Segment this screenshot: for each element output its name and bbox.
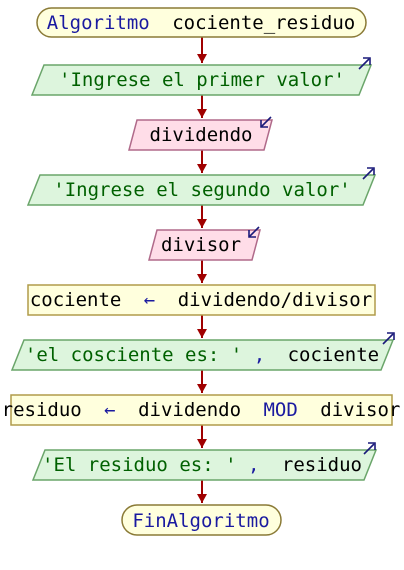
arrowhead-4 xyxy=(197,219,207,228)
input-2-variable: divisor xyxy=(161,234,241,256)
end-node: FinAlgoritmo xyxy=(121,504,282,536)
arrowhead-2 xyxy=(197,109,207,118)
svg-text:residuo ← dividend: residuo ← dividendo MOD divisor xyxy=(2,399,401,421)
output-arrow-icon xyxy=(363,442,376,455)
output-node-3: 'el cosciente es: ' , cociente xyxy=(10,332,395,371)
assign-2-right: divisor xyxy=(320,399,400,421)
output-4-string: 'El residuo es: ' xyxy=(42,454,236,476)
output-node-4: 'El residuo es: ' , residuo xyxy=(31,442,378,481)
assign-2-left: dividendo xyxy=(138,399,241,421)
input-arrow-icon xyxy=(260,116,272,128)
input-1-variable: dividendo xyxy=(150,124,253,146)
output-4-variable: residuo xyxy=(282,454,362,476)
arrowhead-5 xyxy=(197,274,207,283)
start-keyword: Algoritmo xyxy=(47,12,150,34)
assign-2-operator: MOD xyxy=(263,399,297,421)
algorithm-name: cociente_residuo xyxy=(172,12,355,34)
output-arrow-icon xyxy=(358,57,371,70)
arrowhead-9 xyxy=(197,494,207,503)
output-node-2: 'Ingrese el segundo valor' xyxy=(26,167,377,206)
svg-text:Algoritmo cociente_resid: Algoritmo cociente_residuo xyxy=(47,12,355,34)
arrowhead-6 xyxy=(197,329,207,338)
arrowhead-7 xyxy=(197,384,207,393)
assign-2-target: residuo xyxy=(2,399,82,421)
process-node-2: residuo ← dividendo MOD divisor xyxy=(2,394,401,426)
output-arrow-icon xyxy=(362,167,375,180)
process-node-1: cociente ← dividendo/divisor xyxy=(27,284,376,316)
arrowhead-1 xyxy=(197,54,207,63)
arrowhead-3 xyxy=(197,164,207,173)
assign-arrow: ← xyxy=(104,399,115,421)
end-keyword: FinAlgoritmo xyxy=(132,510,269,532)
output-3-string: 'el cosciente es: ' xyxy=(25,344,242,366)
output-arrow-icon xyxy=(382,332,395,345)
start-node: Algoritmo cociente_residuo xyxy=(36,7,367,38)
output-3-variable: cociente xyxy=(288,344,380,366)
input-node-2: divisor xyxy=(148,226,261,261)
assign-1-expression: dividendo/divisor xyxy=(178,289,372,311)
svg-text:cociente ← dividen: cociente ← dividendo/divisor xyxy=(30,289,372,311)
output-node-1: 'Ingrese el primer valor' xyxy=(30,57,373,96)
output-1-text: 'Ingrese el primer valor' xyxy=(59,69,345,91)
svg-text:'El residuo es: ' ,: 'El residuo es: ' , residuo xyxy=(42,454,362,476)
input-node-1: dividendo xyxy=(128,116,273,151)
assign-1-target: cociente xyxy=(30,289,122,311)
arrowheads xyxy=(197,54,207,503)
arrowhead-8 xyxy=(197,439,207,448)
svg-text:'el cosciente es: ' ,: 'el cosciente es: ' , cociente xyxy=(25,344,379,366)
output-3-separator: , xyxy=(254,344,265,366)
assign-arrow: ← xyxy=(144,289,155,311)
input-arrow-icon xyxy=(248,226,260,238)
output-4-separator: , xyxy=(248,454,259,476)
output-2-text: 'Ingrese el segundo valor' xyxy=(53,179,350,201)
